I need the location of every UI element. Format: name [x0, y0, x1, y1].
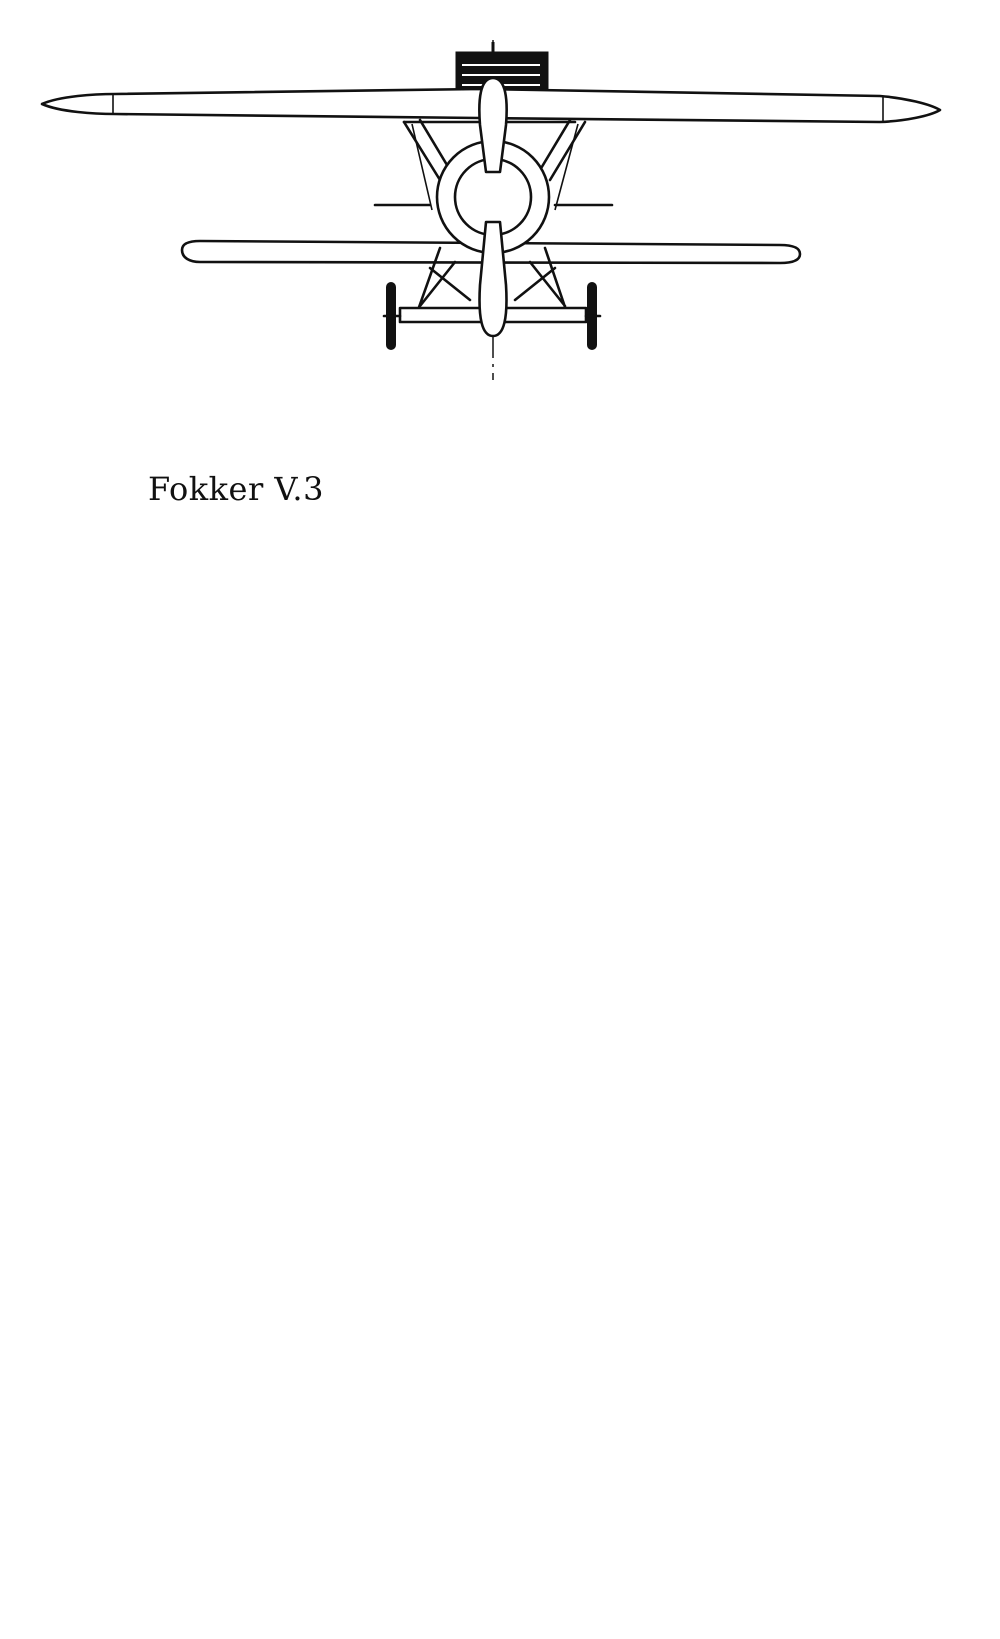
- front-propeller: [478, 76, 508, 338]
- drawing-caption: Fokker V.3: [148, 470, 324, 508]
- front-view: [40, 40, 942, 380]
